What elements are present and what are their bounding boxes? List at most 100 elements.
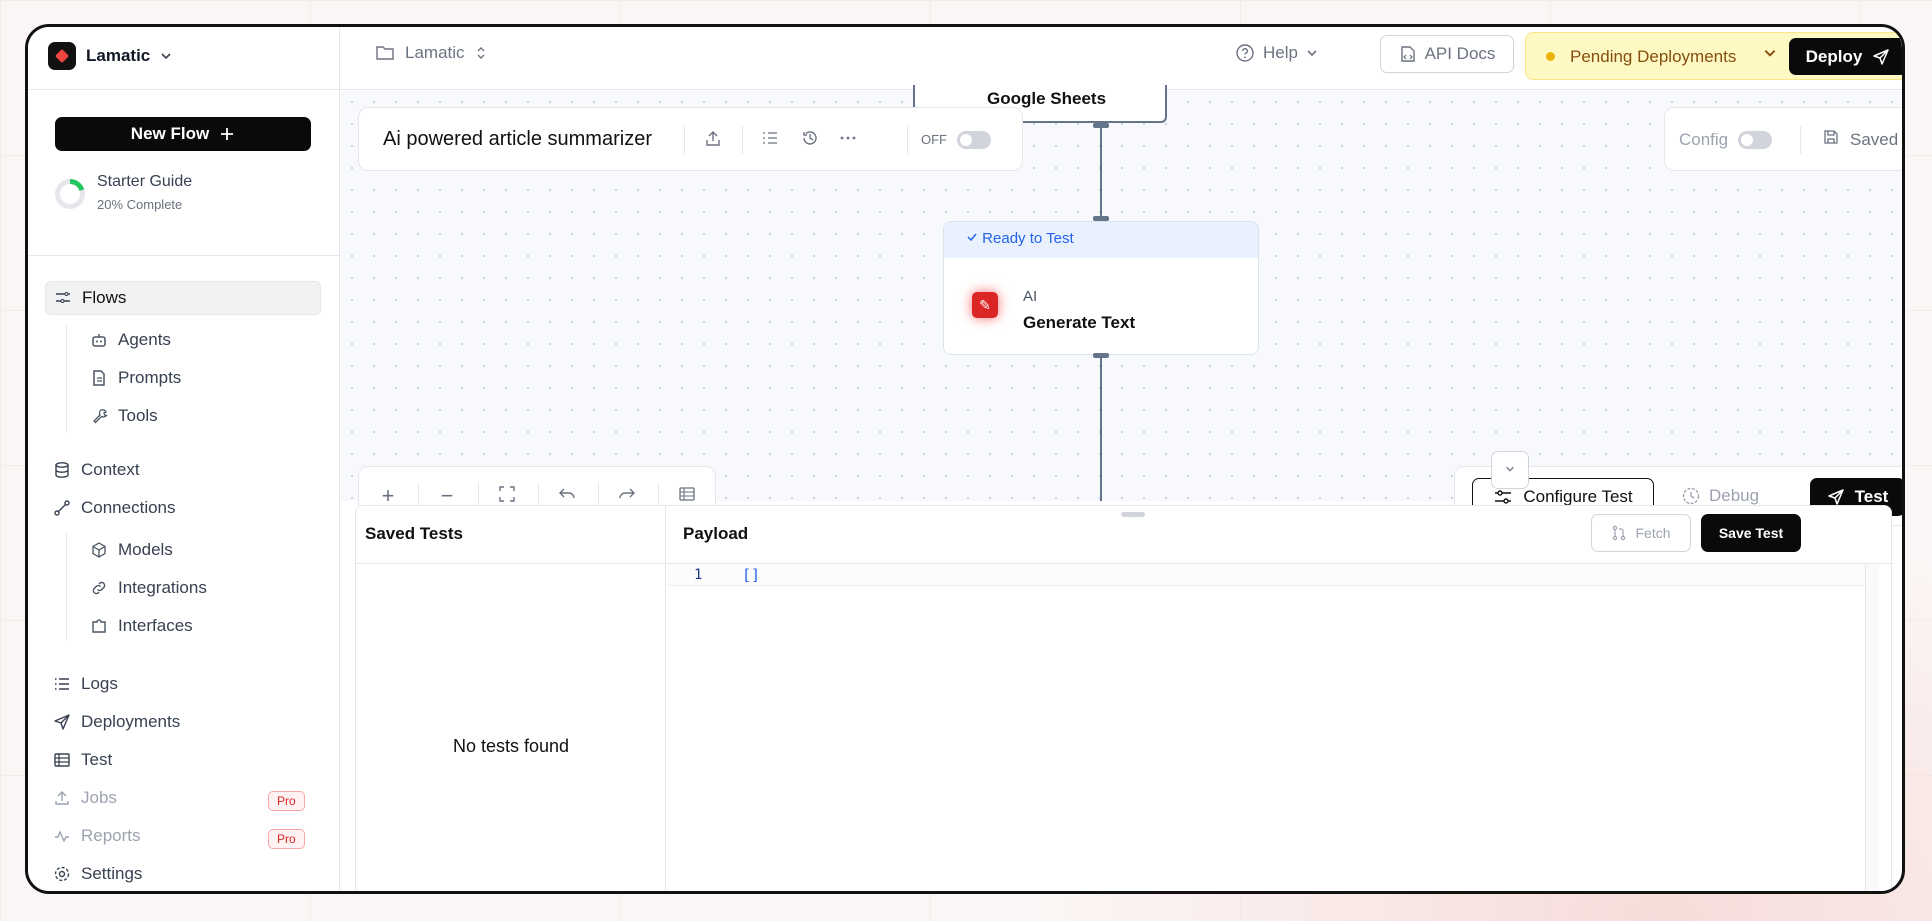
sidebar-item-label: Models [118,540,173,559]
pending-deployments[interactable]: Pending Deployments Deploy [1525,32,1902,80]
undo-icon[interactable] [552,481,582,511]
sidebar-item-reports[interactable]: Reports [45,819,321,853]
sliders-icon [1495,490,1512,504]
pending-status-dot-icon [1546,52,1555,61]
configure-test-label: Configure Test [1523,487,1633,506]
node-name: Google Sheets [987,89,1107,108]
flow-active-toggle[interactable] [957,131,991,149]
line-number: 1 [694,567,703,583]
toolbar-divider [684,126,685,154]
sidebar-item-label: Jobs [81,788,117,807]
zoom-out-icon[interactable]: − [440,483,454,508]
debug-label: Debug [1709,486,1760,505]
chevron-up-down-icon [477,47,485,59]
sidebar-item-agents[interactable]: Agents [90,323,310,357]
flow-edge [1100,357,1102,501]
test-label: Test [1854,487,1889,506]
code-text[interactable]: [] [742,566,761,584]
sidebar-item-settings[interactable]: Settings [45,857,321,891]
zoom-in-icon[interactable]: + [381,483,395,508]
sidebar-item-label: Settings [81,864,143,883]
saved-tests-column: Saved Tests No tests found [356,506,666,891]
deploy-button[interactable]: Deploy [1789,38,1902,75]
sidebar-item-deployments[interactable]: Deployments [45,705,321,739]
docs-icon [1400,46,1415,62]
sidebar-item-label: Interfaces [118,616,193,635]
share-icon[interactable] [702,129,724,151]
wrench-icon [93,409,108,424]
progress-ring-icon [55,179,85,209]
payload-header: Payload [683,524,749,543]
list-icon [55,678,69,690]
pro-badge: Pro [268,791,305,811]
toolbar-divider [598,483,599,511]
starter-guide[interactable]: Starter Guide 20% Complete [55,173,192,212]
sidebar-item-label: Context [81,460,140,479]
table-view-icon[interactable] [672,481,702,511]
new-flow-button[interactable]: New Flow [55,117,311,151]
sidebar-item-prompts[interactable]: Prompts [90,361,310,395]
node-handle[interactable] [1093,353,1109,358]
table-icon [54,753,70,767]
chevron-down-icon [1506,466,1514,472]
redo-icon[interactable] [612,481,642,511]
project-name: Lamatic [405,43,465,62]
node-type: AI [1023,288,1038,305]
fetch-button[interactable]: Fetch [1591,514,1691,552]
save-icon [1820,128,1842,150]
workspace-switcher[interactable]: Lamatic [48,41,172,71]
sidebar-item-models[interactable]: Models [90,533,310,567]
node-handle[interactable] [1093,216,1109,221]
help-icon [1236,44,1254,62]
sidebar-item-integrations[interactable]: Integrations [90,571,310,605]
send-icon [54,714,70,730]
flow-toolbar: Ai powered article summarizer OFF [358,107,1023,171]
tree-line [66,533,67,641]
sidebar-item-connections[interactable]: Connections [45,491,321,525]
clock-icon [1682,487,1700,505]
more-options-icon[interactable] [837,129,859,151]
save-test-button[interactable]: Save Test [1701,514,1801,552]
app-window: Lamatic New Flow Starter Guide 20% Compl… [25,24,1905,894]
flows-icon [56,292,70,303]
link-icon [92,581,106,595]
pending-deployments-label: Pending Deployments [1570,47,1737,66]
generate-text-node[interactable]: Ready to Test ✎ AI Generate Text [943,221,1259,355]
help-menu[interactable]: Help [1235,43,1318,63]
bot-icon [92,334,106,347]
toolbar-divider [907,126,908,154]
test-options-dropdown[interactable] [1491,451,1529,489]
toolbar-divider [1800,126,1801,154]
sidebar-item-context[interactable]: Context [45,453,321,487]
resize-handle[interactable] [1121,512,1145,517]
sidebar-item-flows[interactable]: Flows [45,281,321,315]
sidebar-item-tools[interactable]: Tools [90,399,310,433]
node-handle[interactable] [1093,123,1109,128]
history-icon[interactable] [799,129,821,151]
sidebar-item-jobs[interactable]: Jobs [45,781,321,815]
fit-view-icon[interactable] [492,481,522,511]
toolbar-divider [538,483,539,511]
project-switcher[interactable]: Lamatic [375,43,487,63]
sidebar-item-logs[interactable]: Logs [45,667,321,701]
folder-icon [376,46,394,60]
sidebar-item-test[interactable]: Test [45,743,321,777]
editor-scrollbar[interactable] [1865,564,1879,891]
cube-icon [92,542,106,558]
sidebar-item-interfaces[interactable]: Interfaces [90,609,310,643]
flow-status-label: OFF [921,132,947,147]
flow-canvas[interactable]: Google Sheets Ready to Test ✎ AI Generat… [341,85,1902,526]
git-pull-icon [1613,525,1626,541]
payload-editor[interactable]: 1 [] [667,564,1865,891]
tree-line [66,325,67,433]
config-toggle[interactable] [1738,131,1772,149]
debug-button[interactable]: Debug [1681,486,1759,506]
chevron-down-icon [1764,50,1776,57]
sidebar-item-label: Flows [82,288,127,307]
list-view-icon[interactable] [759,129,781,151]
api-docs-button[interactable]: API Docs [1380,35,1514,73]
database-icon [55,462,69,478]
flow-title[interactable]: Ai powered article summarizer [383,128,652,150]
save-test-label: Save Test [1718,525,1784,541]
gear-icon [54,866,70,882]
